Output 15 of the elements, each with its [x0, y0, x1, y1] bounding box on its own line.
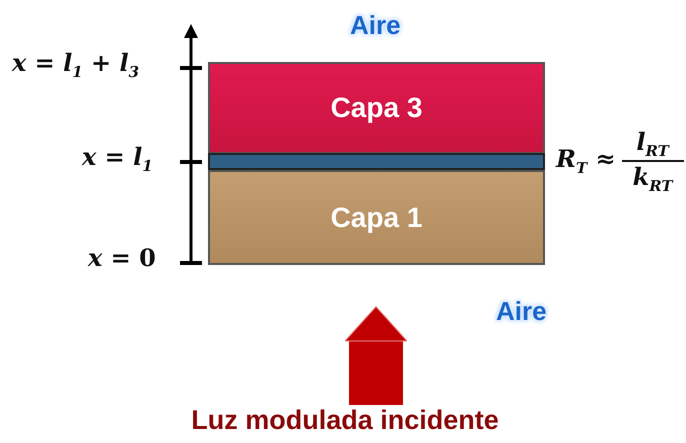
layer-label: Capa 3: [330, 92, 422, 124]
layer-block: [208, 62, 545, 154]
formula-denominator: k$_{RT}$: [632, 162, 673, 195]
formula-text: R$_{T}$ ≈: [556, 144, 616, 178]
axis-tick-label: x = l$_{1}$ + l$_{3}$: [12, 48, 140, 81]
caption-text: Luz modulada incidente: [191, 405, 499, 435]
layer-block: [208, 170, 545, 265]
formula-numerator: l$_{RT}$: [636, 127, 669, 160]
air-label: Aire: [350, 10, 401, 41]
air-label: Aire: [496, 296, 547, 327]
axis-tick-label: x = 0: [88, 243, 156, 272]
axis-tick-label: x = l$_{1}$: [82, 142, 153, 175]
interface-layer: [208, 153, 545, 170]
layer-label: Capa 1: [330, 202, 422, 234]
light-arrow: [344, 306, 408, 405]
